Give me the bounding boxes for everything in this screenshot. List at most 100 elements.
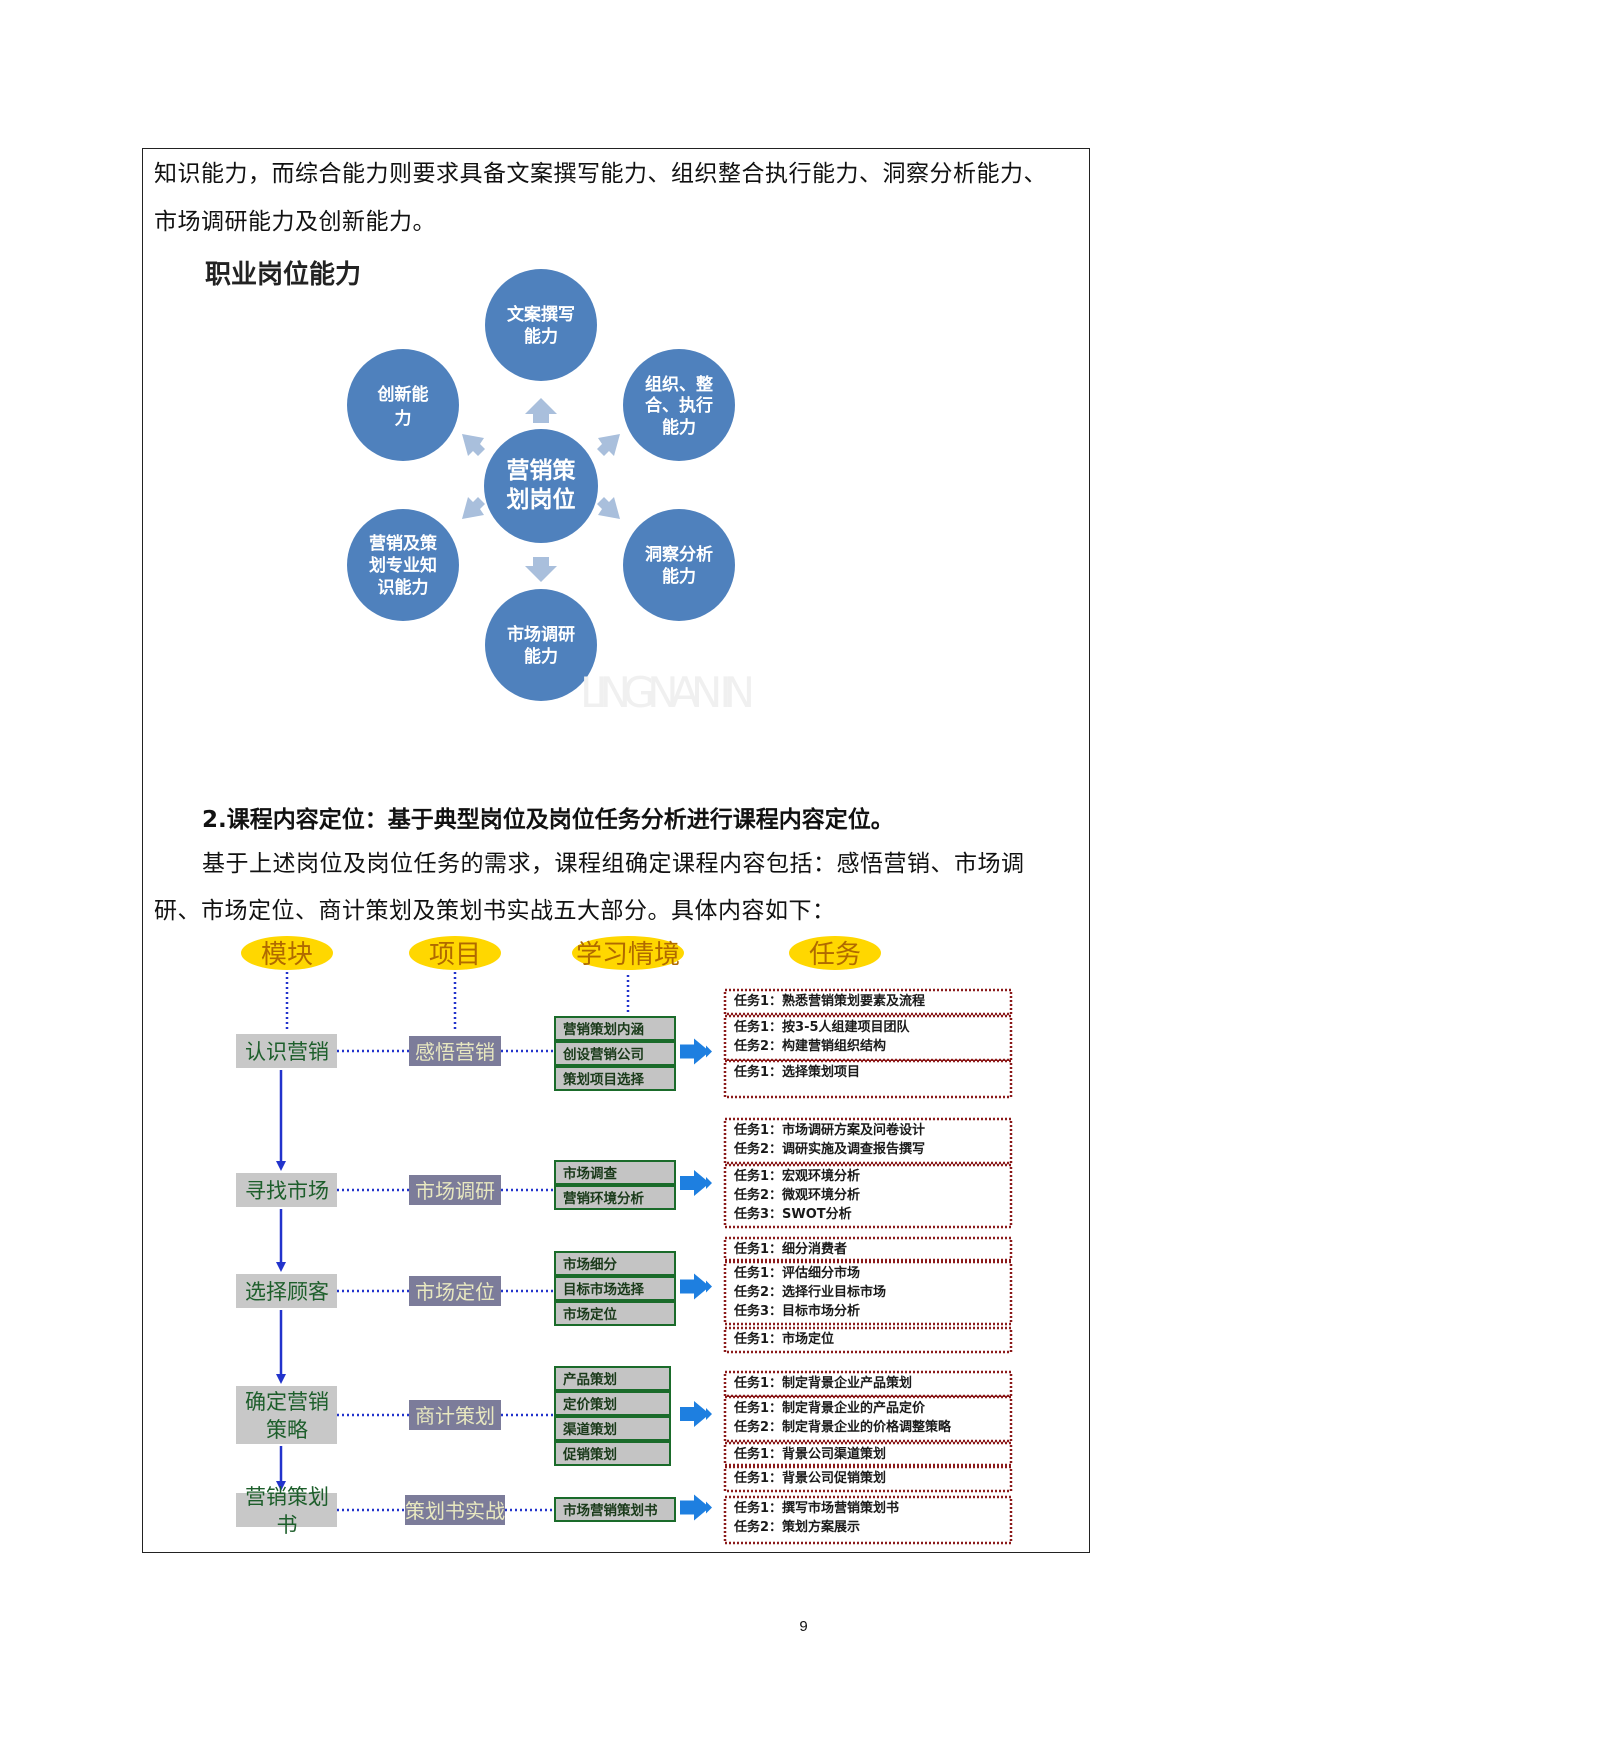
situation-label: 市场定位	[563, 1306, 617, 1323]
module-box	[236, 1034, 337, 1068]
arrow-right-icon	[680, 1273, 712, 1300]
situation-box	[554, 1301, 676, 1326]
situation-box	[554, 1016, 676, 1041]
situation-label: 市场营销策划书	[563, 1502, 658, 1519]
project-label: 商计策划	[415, 1404, 495, 1428]
module-flow-arrowhead	[276, 1481, 286, 1491]
circle-organization	[623, 349, 735, 461]
task-label: 任务2：微观环境分析	[733, 1187, 860, 1203]
arrow-up-icon	[525, 398, 557, 423]
module-label: 确定营销	[245, 1390, 329, 1414]
label-organization: 能力	[662, 417, 696, 438]
task-label: 任务1：制定背景企业产品策划	[733, 1375, 912, 1391]
arrow-right-icon	[680, 1038, 712, 1065]
project-label: 感悟营销	[415, 1040, 495, 1064]
module-label: 营销策划	[245, 1485, 329, 1509]
situation-label: 营销策划内涵	[563, 1021, 644, 1038]
situation-label: 市场细分	[563, 1256, 617, 1273]
situation-box	[554, 1251, 676, 1276]
module-box	[236, 1173, 337, 1207]
course-content-diagram: 模块项目学习情境任务认识营销感悟营销营销策划内涵创设营销公司策划项目选择任务1：…	[236, 936, 1013, 1545]
task-group-box	[723, 1441, 1013, 1467]
situation-box	[554, 1416, 671, 1441]
arrow-right-icon	[680, 1401, 712, 1427]
label-market-research: 能力	[524, 646, 558, 667]
situation-label: 策划项目选择	[563, 1071, 644, 1088]
arrow-lower-left-icon	[462, 497, 485, 519]
project-label: 市场定位	[415, 1280, 495, 1304]
task-label: 任务2：策划方案展示	[733, 1519, 860, 1535]
task-label: 任务1：宏观环境分析	[733, 1168, 860, 1184]
situation-label: 产品策划	[563, 1371, 617, 1388]
module-label: 寻找市场	[245, 1179, 329, 1203]
circle-professional-knowledge	[347, 509, 459, 621]
arrow-upper-left-icon	[462, 434, 485, 456]
situation-label: 促销策划	[562, 1446, 617, 1463]
task-label: 任务1：评估细分市场	[733, 1265, 860, 1281]
situation-box	[554, 1041, 676, 1066]
module-label: 认识营销	[245, 1040, 329, 1064]
situation-label: 目标市场选择	[563, 1281, 644, 1298]
paragraph-line: 研、市场定位、商计策划及策划书实战五大部分。具体内容如下：	[154, 898, 836, 924]
situation-label: 定价策划	[563, 1396, 617, 1413]
task-label: 任务2：调研实施及调查报告撰写	[733, 1141, 925, 1157]
label-market-research: 市场调研	[507, 624, 575, 645]
task-group-box	[723, 1236, 1013, 1262]
task-label: 任务1：按3-5人组建项目团队	[733, 1019, 911, 1035]
task-group-box	[723, 1465, 1013, 1493]
circle-analysis	[623, 509, 735, 621]
task-group-box	[723, 1059, 1013, 1099]
label-professional-knowledge: 划专业知	[369, 555, 437, 576]
task-label: 任务2：制定背景企业的价格调整策略	[733, 1419, 952, 1435]
situation-box	[554, 1441, 671, 1466]
header-ellipse	[572, 936, 684, 970]
task-label: 任务3：目标市场分析	[733, 1303, 860, 1319]
module-label: 书	[277, 1513, 298, 1537]
label-innovation: 力	[395, 408, 412, 429]
task-label: 任务1：撰写市场营销策划书	[733, 1500, 899, 1516]
project-box	[409, 1276, 501, 1306]
label-center-position: 营销策	[507, 457, 577, 484]
situation-box	[554, 1366, 671, 1391]
situation-label: 营销环境分析	[563, 1190, 644, 1207]
arrow-down-icon	[525, 557, 557, 582]
paragraph-line: 基于上述岗位及岗位任务的需求，课程组确定课程内容包括：感悟营销、市场调	[202, 851, 1025, 877]
module-flow-arrowhead	[276, 1262, 286, 1272]
task-label: 任务2：选择行业目标市场	[733, 1284, 886, 1300]
task-group-box	[723, 1326, 1013, 1354]
task-group-box	[723, 1163, 1013, 1229]
label-professional-knowledge: 营销及策	[369, 533, 438, 554]
task-group-box	[723, 1370, 1013, 1398]
label-copywriting: 文案撰写	[507, 304, 575, 325]
arrow-lower-right-icon	[597, 497, 620, 519]
module-box	[236, 1274, 337, 1308]
arrow-upper-right-icon	[597, 434, 620, 456]
arrow-right-icon	[680, 1170, 712, 1196]
task-label: 任务1：市场调研方案及问卷设计	[733, 1122, 925, 1138]
situation-box	[554, 1276, 676, 1301]
header-task: 任务	[809, 940, 861, 970]
module-flow-arrowhead	[276, 1161, 286, 1171]
header-ellipse	[789, 936, 881, 970]
label-center-position: 划岗位	[507, 486, 576, 513]
header-module: 模块	[261, 940, 313, 970]
project-box	[409, 1400, 501, 1430]
header-ellipse	[241, 936, 333, 970]
project-box	[409, 1175, 501, 1205]
label-analysis: 能力	[662, 566, 696, 587]
label-innovation: 创新能	[377, 384, 429, 405]
module-box	[236, 1493, 337, 1527]
task-label: 任务1：背景公司渠道策划	[733, 1446, 886, 1462]
header-situation: 学习情境	[576, 940, 680, 970]
situation-box	[554, 1497, 676, 1522]
module-box	[236, 1386, 337, 1444]
label-organization: 合、执行	[645, 395, 713, 416]
label-analysis: 洞察分析	[645, 544, 713, 565]
task-label: 任务1：熟悉营销策划要素及流程	[733, 993, 925, 1009]
diagram-arrows	[462, 398, 620, 582]
label-copywriting: 能力	[524, 326, 558, 347]
arrow-right-icon	[680, 1494, 712, 1521]
ability-diagram-title: 职业岗位能力	[205, 259, 361, 290]
header-ellipse	[409, 936, 501, 970]
task-group-box	[723, 988, 1013, 1016]
